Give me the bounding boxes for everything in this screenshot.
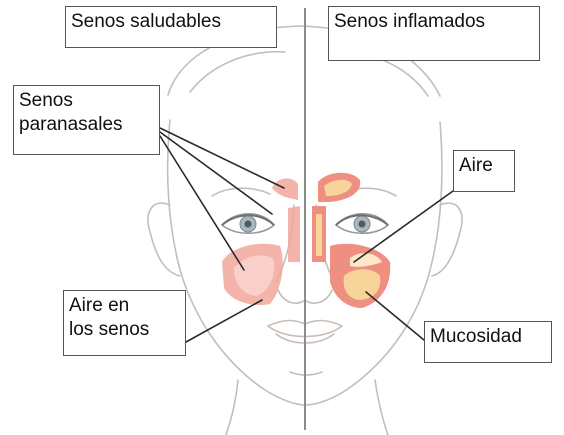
frontal-sinus-healthy — [272, 178, 298, 200]
air-pocket — [350, 253, 382, 267]
mucus-label-text: Mucosidad — [430, 326, 522, 347]
mucus-label: Mucosidad — [424, 321, 552, 363]
right-eye — [334, 213, 390, 235]
air-label-text: Aire — [459, 155, 493, 176]
inflamed-sinuses — [312, 172, 391, 308]
air-in-sinuses-line-2: los senos — [69, 319, 150, 340]
air-label: Aire — [453, 150, 515, 192]
paranasal-sinuses-label: Senos paranasales — [13, 85, 160, 155]
paranasal-line-2: paranasales — [19, 114, 123, 135]
healthy-title-text: Senos saludables — [71, 11, 221, 32]
air-in-sinuses-label: Aire en los senos — [63, 290, 186, 356]
air-in-sinuses-line-1: Aire en — [69, 295, 130, 316]
leader-lines — [159, 127, 461, 343]
inflamed-title-text: Senos inflamados — [334, 11, 486, 32]
ethmoid-sinus-healthy — [288, 206, 300, 262]
paranasal-line-1: Senos — [19, 90, 73, 111]
mucus-pocket — [343, 269, 381, 300]
inflamed-sinuses-title: Senos inflamados — [328, 6, 540, 61]
left-eye — [220, 213, 276, 235]
healthy-sinuses-title: Senos saludables — [65, 6, 277, 48]
